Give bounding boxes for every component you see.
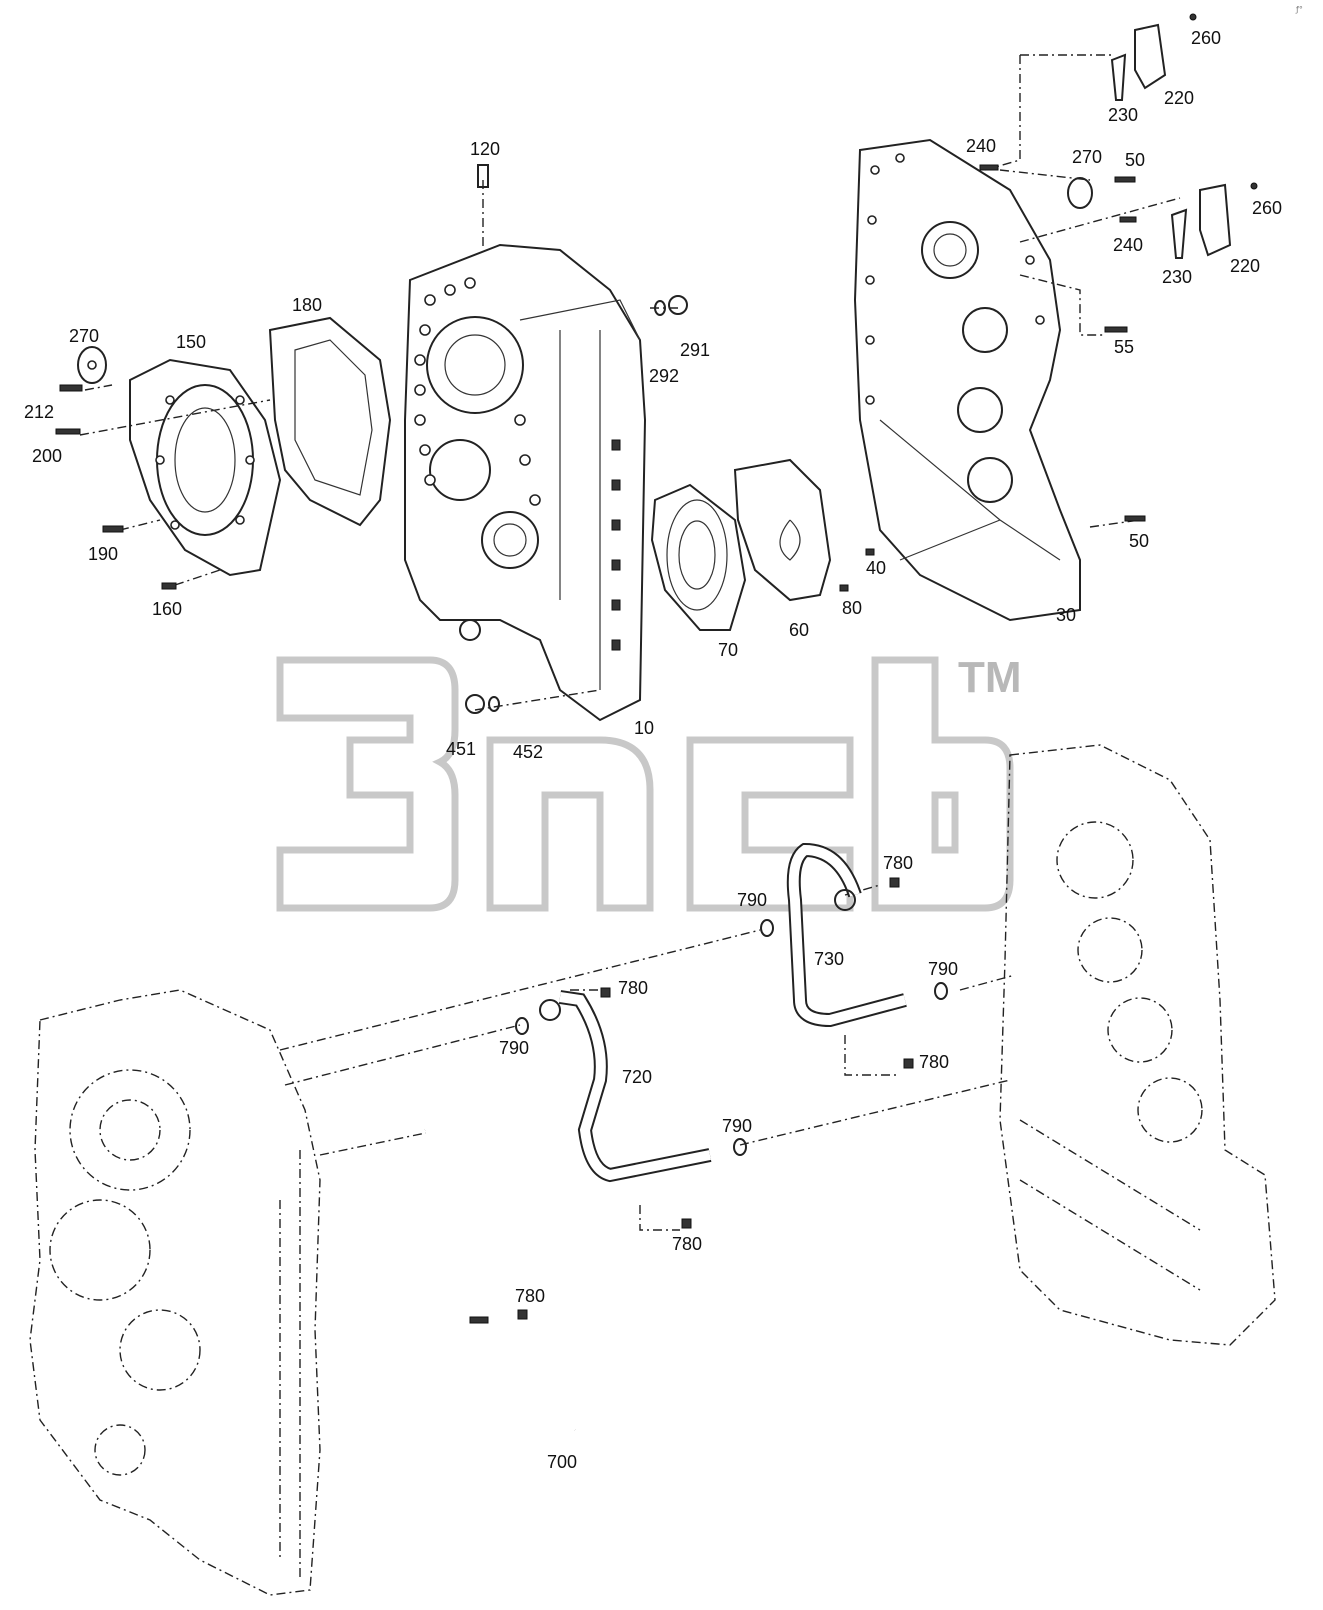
- callout-50-top: 50: [1125, 150, 1145, 170]
- callout-212: 212: [24, 402, 54, 422]
- callout-40: 40: [866, 558, 886, 578]
- callout-60: 60: [789, 620, 809, 640]
- callout-291: 291: [680, 340, 710, 360]
- callout-260-top: 260: [1191, 28, 1221, 48]
- lever-230-top: [1110, 53, 1127, 101]
- callout-30: 30: [1056, 605, 1076, 625]
- flange-cover: [129, 358, 282, 577]
- assembled-housing-left: [29, 989, 321, 1596]
- assembly-lines: [79, 54, 1181, 1231]
- plug-451: [465, 694, 485, 714]
- callout-10: 10: [634, 718, 654, 738]
- flange-10-small: [459, 619, 481, 641]
- callout-790-d: 790: [722, 1116, 752, 1136]
- callout-55: 55: [1114, 337, 1134, 357]
- callout-220-top: 220: [1164, 88, 1194, 108]
- oil-pipe-700: [423, 1123, 578, 1435]
- small-bolt-80: [839, 584, 849, 592]
- callout-50-bottom: 50: [1129, 531, 1149, 551]
- bolt-780-d: [681, 1218, 692, 1229]
- callout-780-e: 780: [515, 1286, 545, 1306]
- bolt-780-a: [889, 877, 900, 888]
- small-bolt-40: [865, 548, 875, 556]
- callout-780-a: 780: [883, 853, 913, 873]
- callout-labels: 10 30 40 50 50 55 60 70 80 120 150 160 1…: [24, 28, 1282, 1472]
- o-ring-452: [488, 696, 500, 712]
- watermark-trademark: TM: [958, 653, 1022, 702]
- oil-pipe-720: [539, 990, 712, 1183]
- plug-291: [668, 295, 688, 315]
- callout-292: 292: [649, 366, 679, 386]
- bolt-780-b: [600, 987, 611, 998]
- vent-bolt: [477, 164, 489, 188]
- callout-150: 150: [176, 332, 206, 352]
- watermark-logo: TM: [276, 653, 1022, 912]
- callout-240-mid: 240: [1113, 235, 1143, 255]
- callout-270-right: 270: [1072, 147, 1102, 167]
- cover-plate-270-right: [1067, 177, 1093, 209]
- gasket: [268, 316, 392, 527]
- callout-790-b: 790: [499, 1038, 529, 1058]
- oil-pipe-730: [786, 842, 907, 1028]
- callout-260-mid: 260: [1252, 198, 1282, 218]
- callout-700: 700: [547, 1452, 577, 1472]
- callout-730: 730: [814, 949, 844, 969]
- rear-housing-30: [853, 138, 1081, 622]
- ball-260-mid: [1250, 182, 1258, 190]
- callout-70: 70: [718, 640, 738, 660]
- callout-200: 200: [32, 446, 62, 466]
- assembled-housing-right: [999, 744, 1276, 1346]
- callout-220-mid: 220: [1230, 256, 1260, 276]
- callout-451: 451: [446, 739, 476, 759]
- callout-790-a: 790: [737, 890, 767, 910]
- bolt-780-e: [517, 1309, 528, 1320]
- ball-260-top: [1189, 13, 1197, 21]
- cover-60: [733, 458, 832, 602]
- callout-780-b: 780: [618, 978, 648, 998]
- valve-cover-220-mid: [1199, 183, 1232, 257]
- callout-80: 80: [842, 598, 862, 618]
- o-ring-790-a: [760, 919, 774, 937]
- callout-270-left: 270: [69, 326, 99, 346]
- cover-plate-270-left: [77, 346, 107, 384]
- callout-160: 160: [152, 599, 182, 619]
- transmission-housing: [404, 243, 647, 722]
- lever-230-mid: [1170, 208, 1188, 259]
- callout-790-c: 790: [928, 959, 958, 979]
- callout-780-c: 780: [919, 1052, 949, 1072]
- callout-720: 720: [622, 1067, 652, 1087]
- o-ring-790-b: [515, 1017, 529, 1035]
- callout-190: 190: [88, 544, 118, 564]
- bolts-right-group: [979, 164, 1146, 522]
- callout-780-d: 780: [672, 1234, 702, 1254]
- callout-230-mid: 230: [1162, 267, 1192, 287]
- cover-70: [650, 483, 747, 631]
- callout-230-top: 230: [1108, 105, 1138, 125]
- callout-120: 120: [470, 139, 500, 159]
- o-ring-292: [654, 300, 666, 316]
- callout-180: 180: [292, 295, 322, 315]
- bolt-780-c: [903, 1058, 914, 1069]
- corner-marker: ƒ°: [1295, 5, 1303, 14]
- o-ring-790-c: [934, 982, 948, 1000]
- callout-452: 452: [513, 742, 543, 762]
- valve-cover-220-top: [1134, 23, 1167, 90]
- bolts-left-group: [55, 384, 177, 590]
- o-ring-790-d: [733, 1138, 747, 1156]
- callout-240-top: 240: [966, 136, 996, 156]
